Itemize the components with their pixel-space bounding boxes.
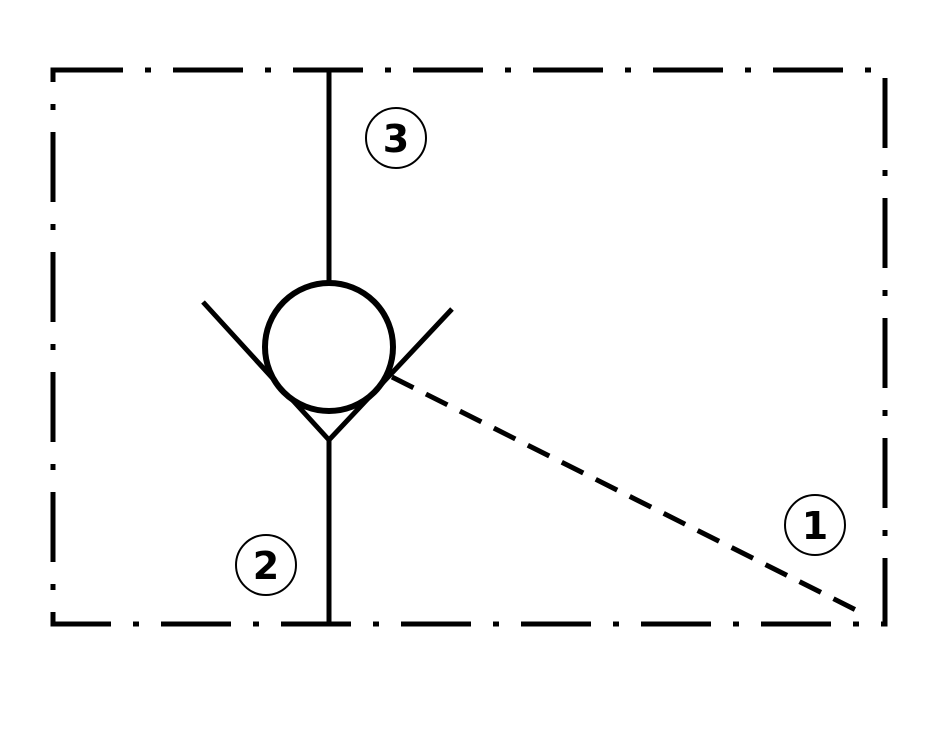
port-1-ring xyxy=(784,494,846,556)
port-2-marker: 2 xyxy=(235,534,297,596)
port-3-marker: 3 xyxy=(365,107,427,169)
port-1-marker: 1 xyxy=(784,494,846,556)
port-3-ring xyxy=(365,107,427,169)
check-ball xyxy=(262,280,396,414)
port-2-ring xyxy=(235,534,297,596)
port-1-label: 1 xyxy=(802,504,828,548)
port-3-label: 3 xyxy=(383,117,409,161)
component-envelope xyxy=(50,67,888,627)
port-2-label: 2 xyxy=(253,544,279,588)
pilot-line-port-1 xyxy=(390,374,858,613)
valve-seat xyxy=(201,300,454,444)
